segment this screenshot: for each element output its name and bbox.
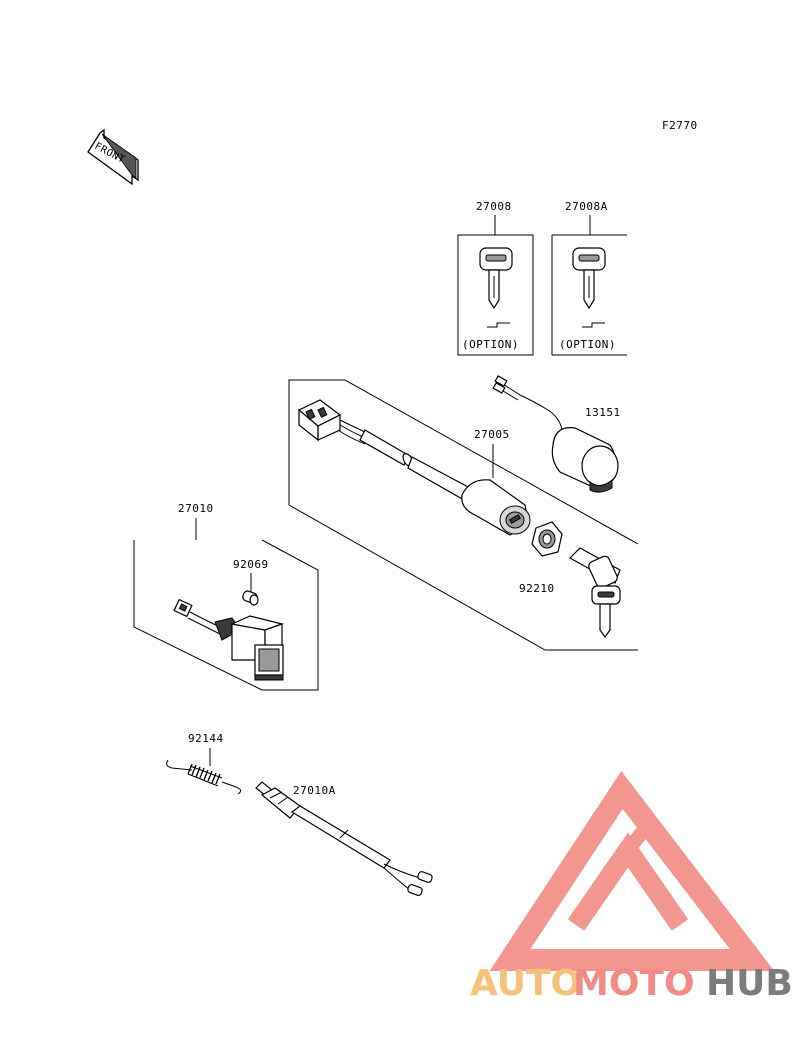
pilot-lamp-13151 [492, 375, 619, 493]
part-label-27008: 27008 [476, 200, 512, 213]
ignition-keys [569, 547, 621, 639]
stop-switch-27010A: 27010A [255, 781, 433, 896]
ignition-switch-group: 27005 13151 92210 [288, 375, 639, 651]
bulb-92069 [242, 590, 259, 606]
ignition-switch-body [461, 479, 531, 536]
watermark-moto: MOTO [573, 963, 695, 1004]
switch-27010-group: 27010 92069 [133, 502, 319, 691]
spring-92144: 92144 [166, 732, 242, 795]
part-label-27005: 27005 [474, 428, 510, 441]
part-label-27010A: 27010A [293, 784, 336, 797]
front-arrow-icon: FRONT [87, 128, 139, 186]
nut-92210 [531, 521, 563, 557]
figure-code: F2770 [662, 119, 698, 132]
option-label-27008A: (OPTION) [559, 338, 616, 351]
option-label-27008: (OPTION) [462, 338, 519, 351]
watermark-hub: HUB [706, 963, 793, 1004]
watermark-auto: AUTO [470, 963, 581, 1004]
automotohub-wordmark: AUTO MOTO HUB [470, 963, 793, 1004]
part-label-92069: 92069 [233, 558, 269, 571]
part-label-27010: 27010 [178, 502, 214, 515]
switch-connector [297, 399, 366, 445]
part-label-92144: 92144 [188, 732, 224, 745]
part-label-13151: 13151 [585, 406, 621, 419]
key-blank-27008A: 27008A (OPTION) [551, 200, 627, 356]
switch-27010-body [173, 598, 285, 681]
part-label-27008A: 27008A [565, 200, 608, 213]
automotohub-logo-icon [489, 771, 775, 971]
part-label-92210: 92210 [519, 582, 555, 595]
key-blank-27008: 27008 (OPTION) [457, 200, 534, 356]
